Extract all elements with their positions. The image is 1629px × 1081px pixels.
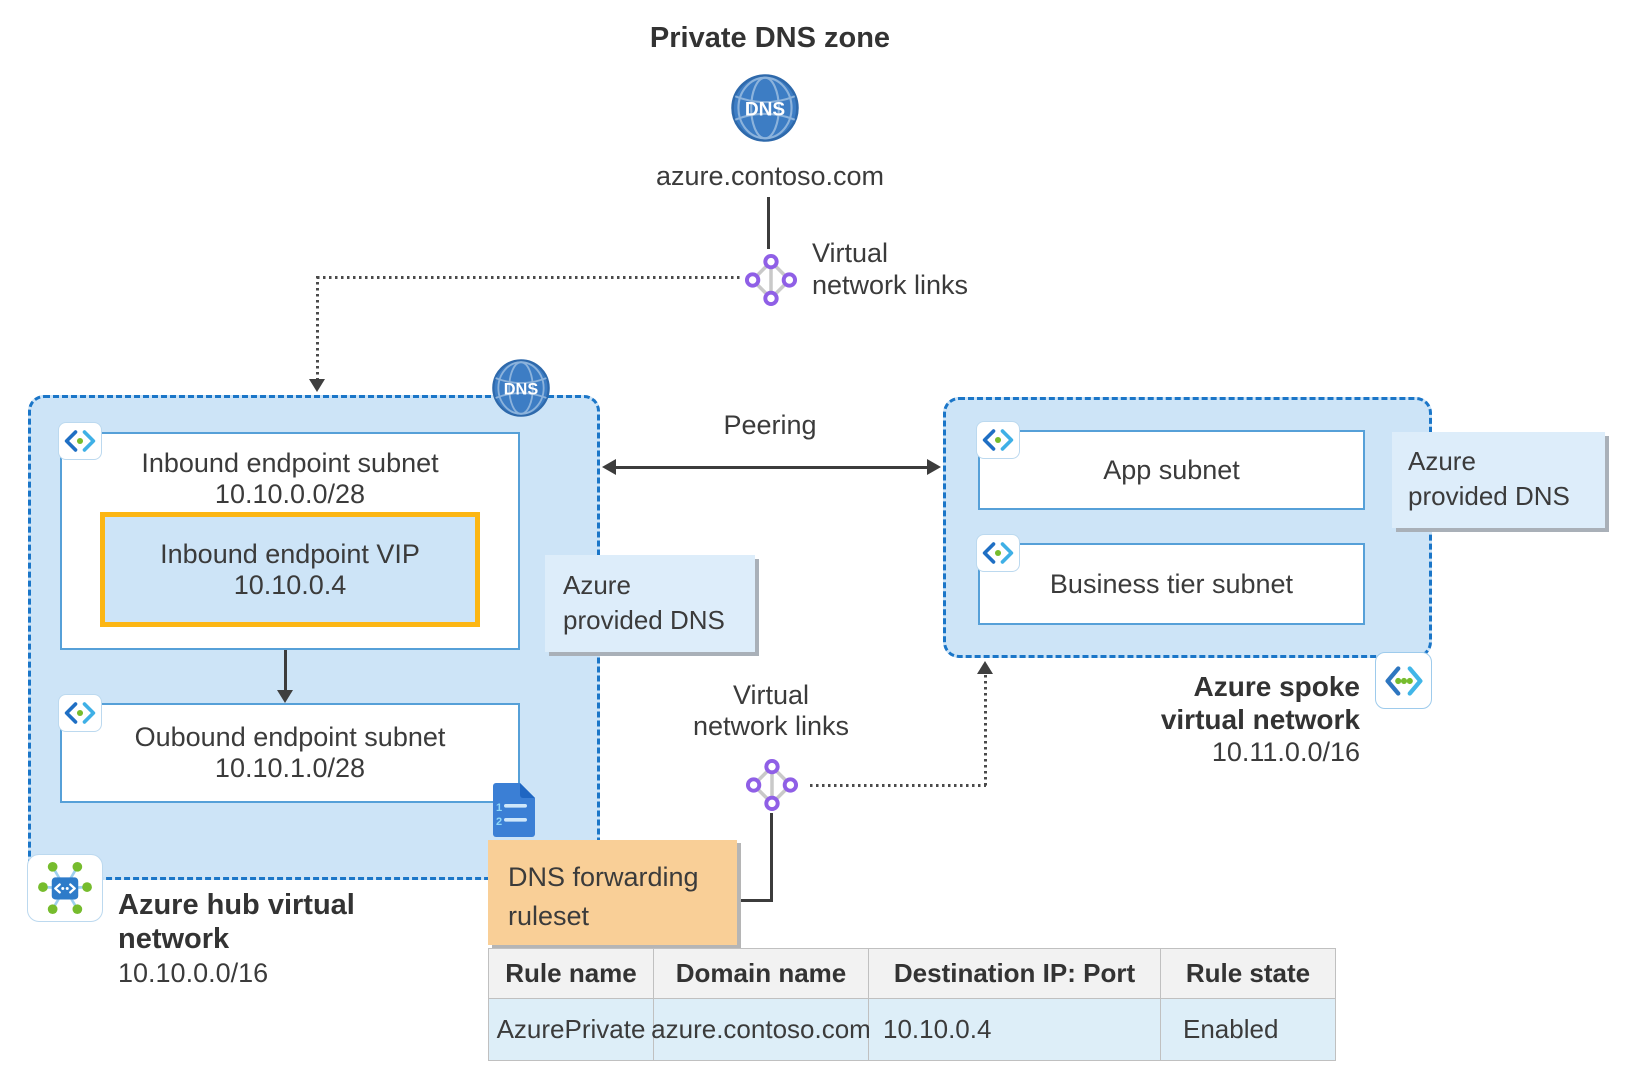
virtual-network-icon [38, 861, 92, 915]
app-subnet-name: App subnet [1103, 454, 1240, 485]
subnet-icon [58, 422, 102, 460]
dns-badge-label: DNS [745, 99, 785, 120]
inbound-vip-name: Inbound endpoint VIP [160, 538, 420, 569]
table-cell-destination: 10.10.0.4 [869, 999, 1161, 1061]
spoke-label-line1: Azure spoke [1193, 671, 1361, 702]
virtual-network-links-line1: Virtual [812, 238, 889, 268]
table-header-rule-name: Rule name [489, 949, 654, 999]
private-dns-zone-domain: azure.contoso.com [655, 161, 885, 191]
peering-label: Peering [723, 410, 817, 440]
subnet-brackets-icon [64, 702, 96, 724]
table-header-domain-name: Domain name [654, 949, 869, 999]
spoke-vnet-label: Azure spoke virtual network 10.11.0.0/16 [1060, 670, 1360, 769]
outbound-subnet-name: Oubound endpoint subnet [134, 722, 446, 752]
azure-dns-line2: provided DNS [563, 605, 725, 635]
connector-links-to-ruleset-horizontal [737, 899, 773, 902]
virtual-network-icon [1384, 665, 1423, 696]
hub-label-line2: network [118, 923, 230, 955]
inbound-subnet-name: Inbound endpoint subnet [141, 448, 439, 478]
subnet-icon [976, 421, 1020, 459]
peering-arrowhead-right [927, 459, 941, 475]
connector-inbound-to-outbound [284, 650, 287, 691]
dotted-link-to-spoke-horizontal [810, 784, 986, 787]
azure-dns-line1: Azure [1408, 446, 1476, 476]
hub-cidr: 10.10.0.0/16 [118, 958, 269, 988]
subnet-icon [58, 694, 102, 732]
table-cell-rule-name: AzurePrivate [489, 999, 654, 1061]
arrowhead-into-hub [309, 379, 325, 392]
azure-dns-line1: Azure [563, 570, 631, 600]
azure-provided-dns-note-left: Azure provided DNS [545, 555, 755, 652]
dns-resolver-icon: DNS [492, 359, 550, 417]
svg-text:2: 2 [496, 816, 502, 828]
dns-globe-icon: DNS [731, 74, 799, 142]
virtual-network-links-icon [745, 758, 799, 812]
ruleset-document-icon: 1 2 [493, 783, 535, 837]
spoke-vnet-icon-card [1375, 652, 1432, 709]
svg-text:1: 1 [496, 802, 502, 814]
inbound-endpoint-vip-box: Inbound endpoint VIP 10.10.0.4 [100, 512, 480, 627]
connector-links-to-ruleset-vertical [770, 813, 773, 902]
table-cell-rule-state: Enabled [1161, 999, 1336, 1061]
inbound-subnet-cidr: 10.10.0.0/28 [214, 479, 366, 509]
spoke-cidr: 10.11.0.0/16 [1211, 737, 1360, 767]
hub-label-line1: Azure hub virtual [118, 889, 355, 921]
spoke-label-line2: virtual network [1160, 704, 1360, 735]
hub-vnet-icon-card [27, 854, 103, 922]
arrowhead-into-outbound [277, 690, 293, 703]
virtual-network-links-icon [744, 253, 798, 307]
dns-badge-label: DNS [504, 380, 539, 398]
azure-provided-dns-note-right: Azure provided DNS [1392, 432, 1605, 528]
virtual-network-links-label-top: Virtual network links [812, 237, 968, 301]
forwarding-rule-table: Rule name Domain name Destination IP: Po… [488, 948, 1336, 1061]
arrowhead-into-spoke [977, 661, 993, 674]
dotted-link-to-hub-horizontal [317, 276, 740, 279]
subnet-brackets-icon [982, 429, 1014, 451]
inbound-vip-ip: 10.10.0.4 [233, 569, 347, 600]
connector-dns-to-links [767, 197, 770, 249]
virtual-network-links-line2: network links [692, 711, 850, 741]
ruleset-line2: ruleset [508, 901, 590, 931]
dotted-link-to-spoke-vertical [984, 675, 987, 786]
peering-arrowhead-left [602, 459, 616, 475]
subnet-brackets-icon [982, 542, 1014, 564]
subnet-brackets-icon [64, 430, 96, 452]
virtual-network-links-line2: network links [812, 270, 969, 300]
subnet-icon [976, 534, 1020, 572]
private-dns-zone-title: Private DNS zone [649, 22, 891, 54]
virtual-network-links-line1: Virtual [732, 680, 810, 710]
outbound-subnet-cidr: 10.10.1.0/28 [214, 753, 366, 783]
hub-vnet-label: Azure hub virtual network 10.10.0.0/16 [118, 888, 355, 990]
azure-dns-line2: provided DNS [1408, 481, 1570, 511]
dns-forwarding-ruleset-note: DNS forwarding ruleset [488, 840, 737, 945]
ruleset-line1: DNS forwarding [508, 862, 699, 892]
table-header-destination: Destination IP: Port [869, 949, 1161, 999]
app-subnet-box: App subnet [978, 430, 1365, 510]
peering-arrow-line [614, 466, 928, 469]
outbound-endpoint-subnet-box: Oubound endpoint subnet 10.10.1.0/28 [60, 703, 520, 803]
table-header-rule-state: Rule state [1161, 949, 1336, 999]
virtual-network-links-label-bottom: Virtual network links [661, 680, 881, 742]
table-cell-domain-name: azure.contoso.com [651, 999, 871, 1061]
business-tier-subnet-box: Business tier subnet [978, 543, 1365, 625]
business-subnet-name: Business tier subnet [1049, 568, 1294, 599]
dotted-link-to-hub-vertical [316, 276, 319, 379]
